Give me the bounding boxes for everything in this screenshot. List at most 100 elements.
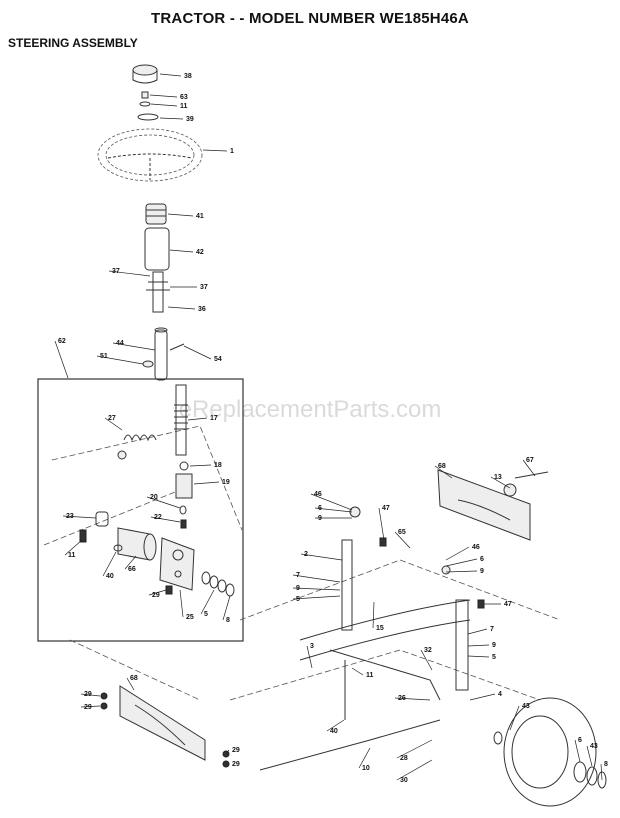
callout-leader bbox=[396, 739, 433, 759]
callout-label: 29 bbox=[232, 761, 240, 768]
callout-leader bbox=[292, 574, 341, 583]
callout-label: 13 bbox=[494, 474, 502, 481]
callout-label: 68 bbox=[438, 463, 446, 470]
callout-label: 15 bbox=[376, 625, 384, 632]
steering-gear-shaft bbox=[175, 384, 187, 456]
front-wheel bbox=[503, 697, 597, 807]
callout-leader bbox=[372, 601, 375, 629]
callout-label: 22 bbox=[154, 514, 162, 521]
callout-label: 9 bbox=[318, 515, 322, 522]
callout-label: 5 bbox=[492, 654, 496, 661]
callout-leader bbox=[420, 649, 433, 671]
callout-label: 42 bbox=[196, 249, 204, 256]
callout-leader bbox=[314, 507, 353, 513]
callout-label: 43 bbox=[590, 743, 598, 750]
callout-leader bbox=[167, 213, 194, 217]
left-spindle bbox=[341, 539, 353, 631]
callout-leader bbox=[126, 677, 135, 691]
callout-label: 9 bbox=[480, 568, 484, 575]
callout-leader bbox=[54, 340, 69, 379]
right-spindle bbox=[455, 599, 469, 691]
callout-label: 30 bbox=[400, 777, 408, 784]
callout-leader bbox=[80, 693, 101, 697]
callout-leader bbox=[574, 739, 581, 763]
callout-label: 38 bbox=[184, 73, 192, 80]
callout-leader bbox=[222, 595, 231, 621]
callout-leader bbox=[600, 763, 603, 781]
callout-label: 27 bbox=[108, 415, 116, 422]
callout-leader bbox=[150, 103, 178, 107]
callout-leader bbox=[62, 515, 97, 519]
callout-label: 6 bbox=[578, 737, 582, 744]
callout-label: 11 bbox=[180, 103, 188, 110]
callout-leader bbox=[112, 342, 156, 351]
callout-label: 7 bbox=[296, 572, 300, 579]
callout-label: 51 bbox=[100, 353, 108, 360]
axle-beam bbox=[299, 599, 471, 641]
callout-leader bbox=[522, 459, 536, 477]
callout-leader bbox=[225, 749, 230, 755]
right-axle-bracket bbox=[437, 469, 531, 541]
subassembly-box bbox=[37, 378, 244, 642]
callout-label: 37 bbox=[200, 284, 208, 291]
adapter bbox=[137, 113, 159, 121]
upper-shaft bbox=[152, 271, 164, 313]
callout-leader bbox=[469, 693, 496, 701]
callout-label: 68 bbox=[130, 675, 138, 682]
callout-leader bbox=[490, 476, 511, 489]
callout-label: 17 bbox=[210, 415, 218, 422]
callout-label: 41 bbox=[196, 213, 204, 220]
callout-label: 66 bbox=[128, 566, 136, 573]
callout-label: 37 bbox=[112, 268, 120, 275]
bolt bbox=[141, 91, 149, 99]
callout-leader bbox=[202, 149, 228, 152]
callout-label: 39 bbox=[186, 116, 194, 123]
callout-label: 29 bbox=[232, 747, 240, 754]
callout-leader bbox=[104, 417, 123, 431]
bushing-23 bbox=[95, 511, 109, 527]
callout-leader bbox=[167, 306, 196, 310]
callout-label: 40 bbox=[106, 573, 114, 580]
callout-label: 29 bbox=[84, 691, 92, 698]
callout-leader bbox=[326, 719, 345, 732]
callout-leader bbox=[396, 759, 433, 781]
callout-label: 44 bbox=[116, 340, 124, 347]
callout-leader bbox=[292, 595, 341, 600]
callout-leader bbox=[394, 531, 411, 549]
callout-label: 46 bbox=[314, 491, 322, 498]
callout-leader bbox=[586, 745, 593, 767]
callout-leader bbox=[159, 73, 182, 77]
callout-leader bbox=[146, 496, 181, 509]
section-title: STEERING ASSEMBLY bbox=[8, 36, 138, 50]
callout-leader bbox=[445, 558, 478, 567]
callout-label: 32 bbox=[424, 647, 432, 654]
callout-label: 25 bbox=[186, 614, 194, 621]
callout-leader bbox=[509, 705, 520, 731]
callout-label: 11 bbox=[68, 552, 76, 559]
callout-label: 3 bbox=[310, 643, 314, 650]
bracket bbox=[159, 537, 195, 591]
callout-leader bbox=[64, 539, 83, 556]
callout-leader bbox=[467, 655, 490, 658]
callout-leader bbox=[445, 570, 478, 573]
callout-label: 65 bbox=[398, 529, 406, 536]
callout-leader bbox=[159, 117, 184, 120]
page-title: TRACTOR - - MODEL NUMBER WE185H46A bbox=[151, 10, 469, 27]
callout-label: 47 bbox=[382, 505, 390, 512]
callout-leader bbox=[96, 355, 144, 365]
steering-shaft bbox=[154, 329, 168, 381]
callout-leader bbox=[434, 465, 453, 479]
callout-label: 6 bbox=[318, 505, 322, 512]
callout-label: 62 bbox=[58, 338, 66, 345]
callout-leader bbox=[193, 481, 220, 485]
callout-label: 54 bbox=[214, 356, 222, 363]
callout-leader bbox=[445, 546, 470, 561]
callout-leader bbox=[183, 345, 212, 360]
callout-leader bbox=[187, 417, 208, 421]
callout-label: 36 bbox=[198, 306, 206, 313]
drag-link bbox=[259, 719, 441, 771]
callout-label: 9 bbox=[296, 585, 300, 592]
callout-label: 28 bbox=[400, 755, 408, 762]
